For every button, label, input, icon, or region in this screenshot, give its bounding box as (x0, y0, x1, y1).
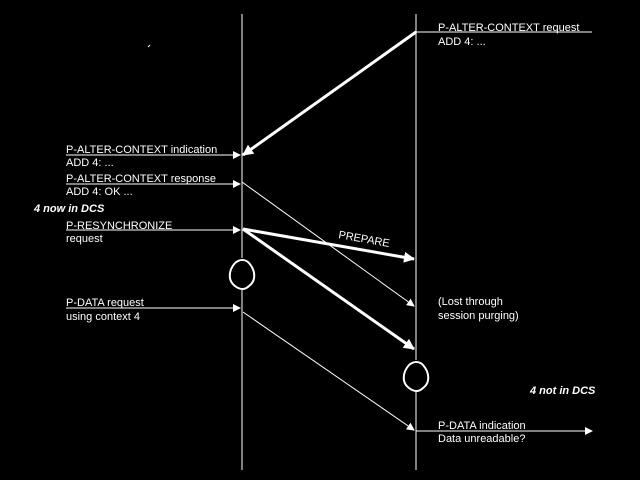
resync-request-label-1: P-RESYNCHRONIZE (66, 220, 172, 232)
right-break-symbol (402, 361, 430, 392)
alter-request-label-2: ADD 4: ... (438, 36, 486, 48)
resync-request-label-2: request (66, 233, 103, 245)
alter-indication-label-1: P-ALTER-CONTEXT indication (66, 144, 217, 156)
pdata-request-label-2: using context 4 (66, 311, 140, 323)
lost-label-1: (Lost through (438, 296, 503, 308)
pdata-indication-label-1: P-DATA indication (438, 420, 526, 432)
resync-heavy-arrow (242, 227, 415, 351)
pdata-request-label-1: P-DATA request (66, 297, 144, 309)
alter-response-label-1: P-ALTER-CONTEXT response (66, 173, 216, 185)
not-in-dcs-label: 4 not in DCS (529, 385, 596, 397)
stray-mark (147, 44, 151, 48)
pdata-indication-label-2: Data unreadable? (438, 433, 525, 445)
left-break-symbol (228, 259, 256, 290)
lost-label-2: session purging) (438, 310, 519, 322)
alter-context-arrow (242, 30, 417, 157)
pdata-cross-arrow (242, 311, 415, 431)
alter-request-label-1: P-ALTER-CONTEXT request (438, 22, 579, 34)
alter-response-label-2: ADD 4: OK ... (66, 186, 133, 198)
now-in-dcs-label: 4 now in DCS (33, 203, 105, 215)
alter-indication-label-2: ADD 4: ... (66, 157, 114, 169)
prepare-arrow (242, 227, 415, 263)
